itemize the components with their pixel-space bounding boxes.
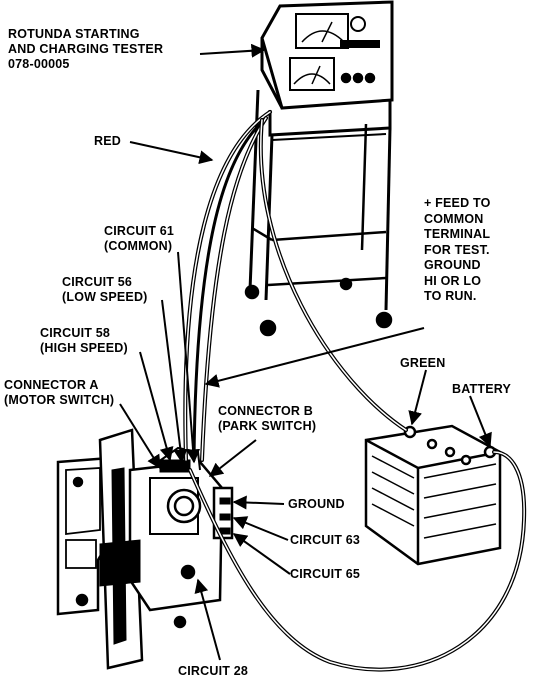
tester-label: ROTUNDA STARTING AND CHARGING TESTER 078…	[8, 27, 163, 72]
green-lead-label: GREEN	[400, 356, 446, 370]
feed-line5: GROUND	[424, 258, 481, 272]
wiper-motor-assembly	[56, 428, 234, 670]
test-leads	[183, 110, 527, 672]
feed-line2: COMMON	[424, 211, 484, 226]
feed-line7: TO RUN.	[424, 289, 477, 303]
battery-body	[364, 424, 502, 566]
connector-b-line2: (PARK SWITCH)	[218, 419, 317, 433]
circuit-56-line2: (LOW SPEED)	[62, 290, 148, 304]
circuit-56-label: CIRCUIT 56 (LOW SPEED)	[62, 275, 148, 305]
tester-cart	[244, 0, 394, 337]
circuit-58-label: CIRCUIT 58 (HIGH SPEED)	[40, 326, 128, 356]
circuit-61-line2: (COMMON)	[104, 239, 173, 253]
feed-instruction-label: + FEED TO COMMON TERMINAL FOR TEST. GROU…	[424, 196, 491, 305]
tester-label-line1: ROTUNDA STARTING	[8, 27, 140, 41]
circuit-63-label: CIRCUIT 63	[290, 533, 361, 547]
feed-line6: HI OR LO	[424, 273, 482, 288]
connector-b-line1: CONNECTOR B	[218, 404, 314, 418]
ground-label: GROUND	[288, 497, 345, 511]
red-lead-label: RED	[94, 134, 121, 148]
connector-a-line2: (MOTOR SWITCH)	[4, 393, 115, 407]
tester-label-line3: 078-00005	[8, 57, 70, 71]
connector-a-label: CONNECTOR A (MOTOR SWITCH)	[4, 378, 114, 408]
connector-b-label: CONNECTOR B (PARK SWITCH)	[218, 404, 316, 434]
feed-line1: + FEED TO	[424, 196, 491, 210]
circuit-61-label: CIRCUIT 61 (COMMON)	[104, 224, 174, 254]
circuit-58-line1: CIRCUIT 58	[40, 326, 111, 340]
circuit-56-line1: CIRCUIT 56	[62, 275, 133, 289]
circuit-65-label: CIRCUIT 65	[290, 567, 361, 581]
circuit-28-label: CIRCUIT 28	[178, 664, 249, 678]
feed-line3: TERMINAL	[424, 227, 491, 241]
connector-a-line1: CONNECTOR A	[4, 378, 99, 392]
feed-line4: FOR TEST.	[424, 242, 490, 257]
leader-lines	[119, 43, 492, 661]
circuit-58-line2: (HIGH SPEED)	[40, 341, 128, 355]
battery-label: BATTERY	[452, 382, 512, 396]
tester-label-line2: AND CHARGING TESTER	[8, 42, 164, 56]
circuit-61-line1: CIRCUIT 61	[104, 224, 175, 238]
